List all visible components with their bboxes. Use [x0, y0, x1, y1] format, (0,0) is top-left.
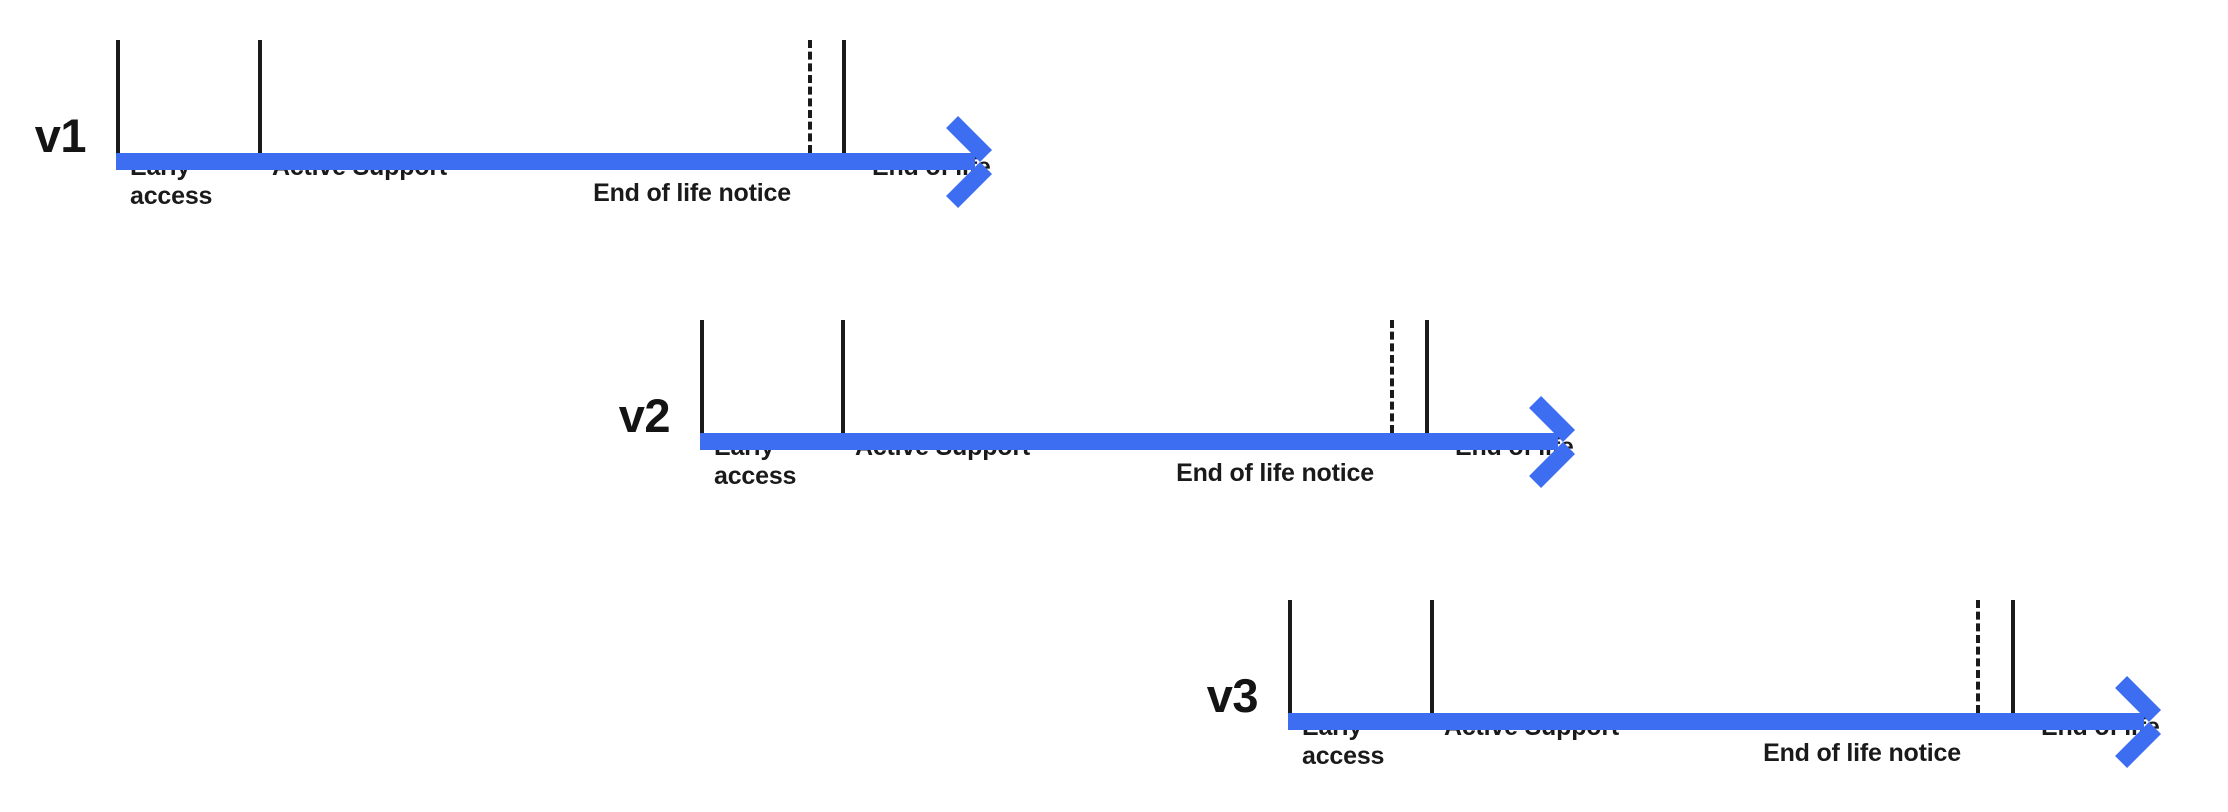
- dashed-divider-end-of-life-notice-marker: [1390, 320, 1394, 433]
- divider-end-of-life: [1425, 320, 1429, 433]
- timeline-arrow-bar: [700, 433, 1558, 450]
- divider-end-of-life: [2011, 600, 2015, 713]
- timeline-arrow-bar: [1288, 713, 2144, 730]
- dashed-divider-end-of-life-notice-marker: [808, 40, 812, 153]
- divider-active-support: [258, 40, 262, 153]
- divider-early-access: [1288, 600, 1292, 713]
- divider-end-of-life: [842, 40, 846, 153]
- version-label-v3: v3: [1206, 669, 1259, 722]
- end-of-life-notice-label: End of life notice: [593, 179, 791, 207]
- divider-early-access: [116, 40, 120, 153]
- version-label-v2: v2: [618, 389, 671, 442]
- timeline-arrow-bar: [116, 153, 975, 170]
- divider-early-access: [700, 320, 704, 433]
- end-of-life-notice-label: End of life notice: [1176, 459, 1374, 487]
- end-of-life-notice-label: End of life notice: [1763, 739, 1961, 767]
- divider-active-support: [1430, 600, 1434, 713]
- version-label-v1: v1: [34, 109, 87, 162]
- dashed-divider-end-of-life-notice-marker: [1976, 600, 1980, 713]
- divider-active-support: [841, 320, 845, 433]
